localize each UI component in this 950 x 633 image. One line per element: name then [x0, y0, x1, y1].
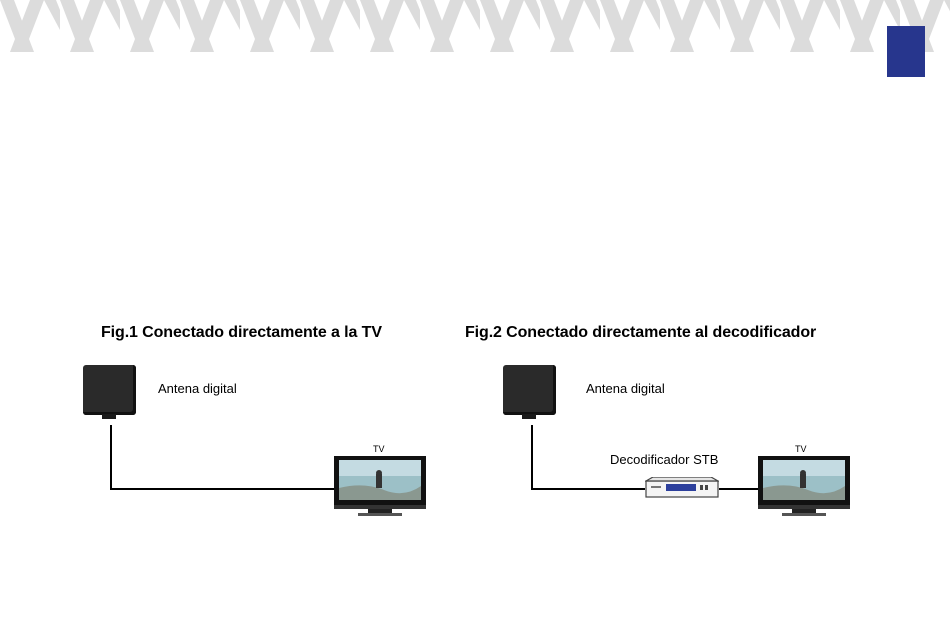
fig2-cable-vertical	[531, 425, 533, 490]
fig1-antenna-label: Antena digital	[158, 381, 237, 396]
set-top-box-icon	[645, 477, 719, 499]
antenna-icon	[83, 365, 136, 415]
fig2-cable-to-tv	[719, 488, 759, 490]
fig2-title: Fig.2 Conectado directamente al decodifi…	[465, 324, 816, 342]
page-tab	[887, 26, 925, 77]
fig2-stb-label: Decodificador STB	[610, 452, 718, 467]
tv-icon	[758, 456, 850, 516]
fig2-tv-label: TV	[795, 444, 807, 454]
fig1-cable-horizontal	[110, 488, 336, 490]
fig1-tv-label: TV	[373, 444, 385, 454]
fig1-cable-vertical	[110, 425, 112, 490]
fig2-cable-to-stb	[531, 488, 645, 490]
fig1-title: Fig.1 Conectado directamente a la TV	[101, 324, 382, 342]
tv-icon	[334, 456, 426, 516]
header-pattern	[0, 0, 950, 52]
antenna-icon	[503, 365, 556, 415]
fig2-antenna-label: Antena digital	[586, 381, 665, 396]
